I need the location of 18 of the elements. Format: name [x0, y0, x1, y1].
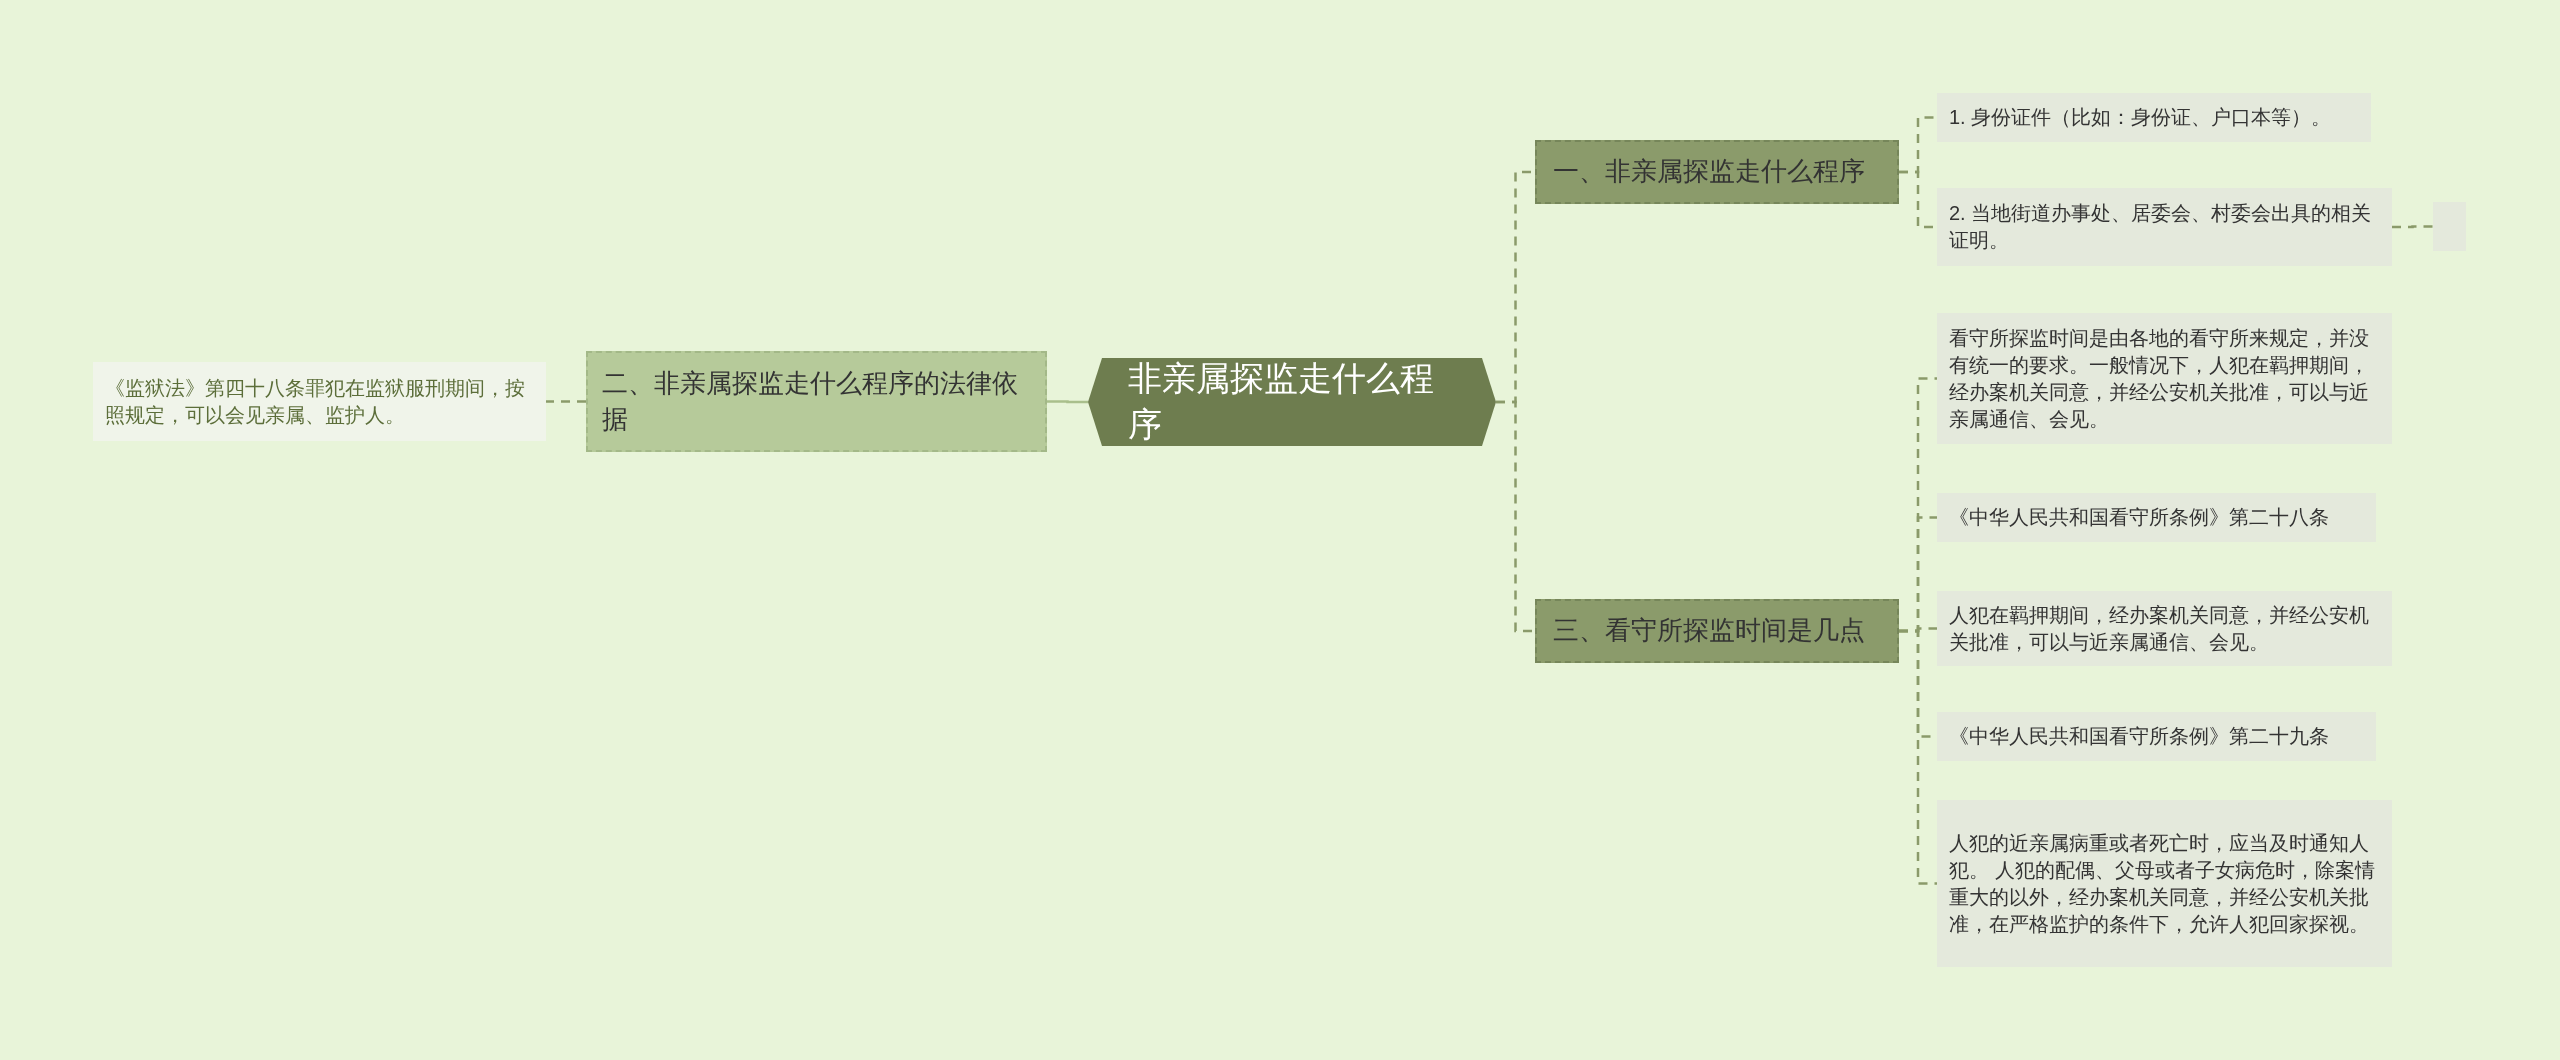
text-box: 1. 身份证件（比如：身份证、户口本等）。	[1937, 93, 2371, 142]
text-box: 《监狱法》第四十八条罪犯在监狱服刑期间，按照规定，可以会见亲属、监护人。	[93, 362, 546, 441]
central-topic: 非亲属探监走什么程序	[1088, 358, 1496, 446]
topic-box: 三、看守所探监时间是几点	[1535, 599, 1899, 663]
connector-line	[1899, 629, 1937, 885]
connector-line	[1496, 400, 1535, 633]
topic-box: 一、非亲属探监走什么程序	[1535, 140, 1899, 204]
empty-box	[2433, 202, 2466, 251]
connector-line	[546, 400, 586, 403]
topic-box: 二、非亲属探监走什么程序的法律依据	[586, 351, 1047, 452]
text-box: 《中华人民共和国看守所条例》第二十八条	[1937, 493, 2376, 542]
text-box: 《中华人民共和国看守所条例》第二十九条	[1937, 712, 2376, 761]
connector-line	[2392, 225, 2433, 229]
connector-line	[1047, 400, 1088, 404]
text-box: 2. 当地街道办事处、居委会、村委会出具的相关证明。	[1937, 188, 2392, 266]
text-box: 看守所探监时间是由各地的看守所来规定，并没有统一的要求。一般情况下，人犯在羁押期间，经办案机关同意，并经公安机关批准，可以与近亲属通信、会见。	[1937, 313, 2392, 444]
text-box: 人犯的近亲属病重或者死亡时，应当及时通知人犯。 人犯的配偶、父母或者子女病危时，除案情重大的以外，经办案机关同意，并经公安机关批准，在严格监护的条件下，允许人犯回家探视。	[1937, 800, 2392, 967]
text-box: 人犯在羁押期间，经办案机关同意，并经公安机关批准，可以与近亲属通信、会见。	[1937, 591, 2392, 666]
